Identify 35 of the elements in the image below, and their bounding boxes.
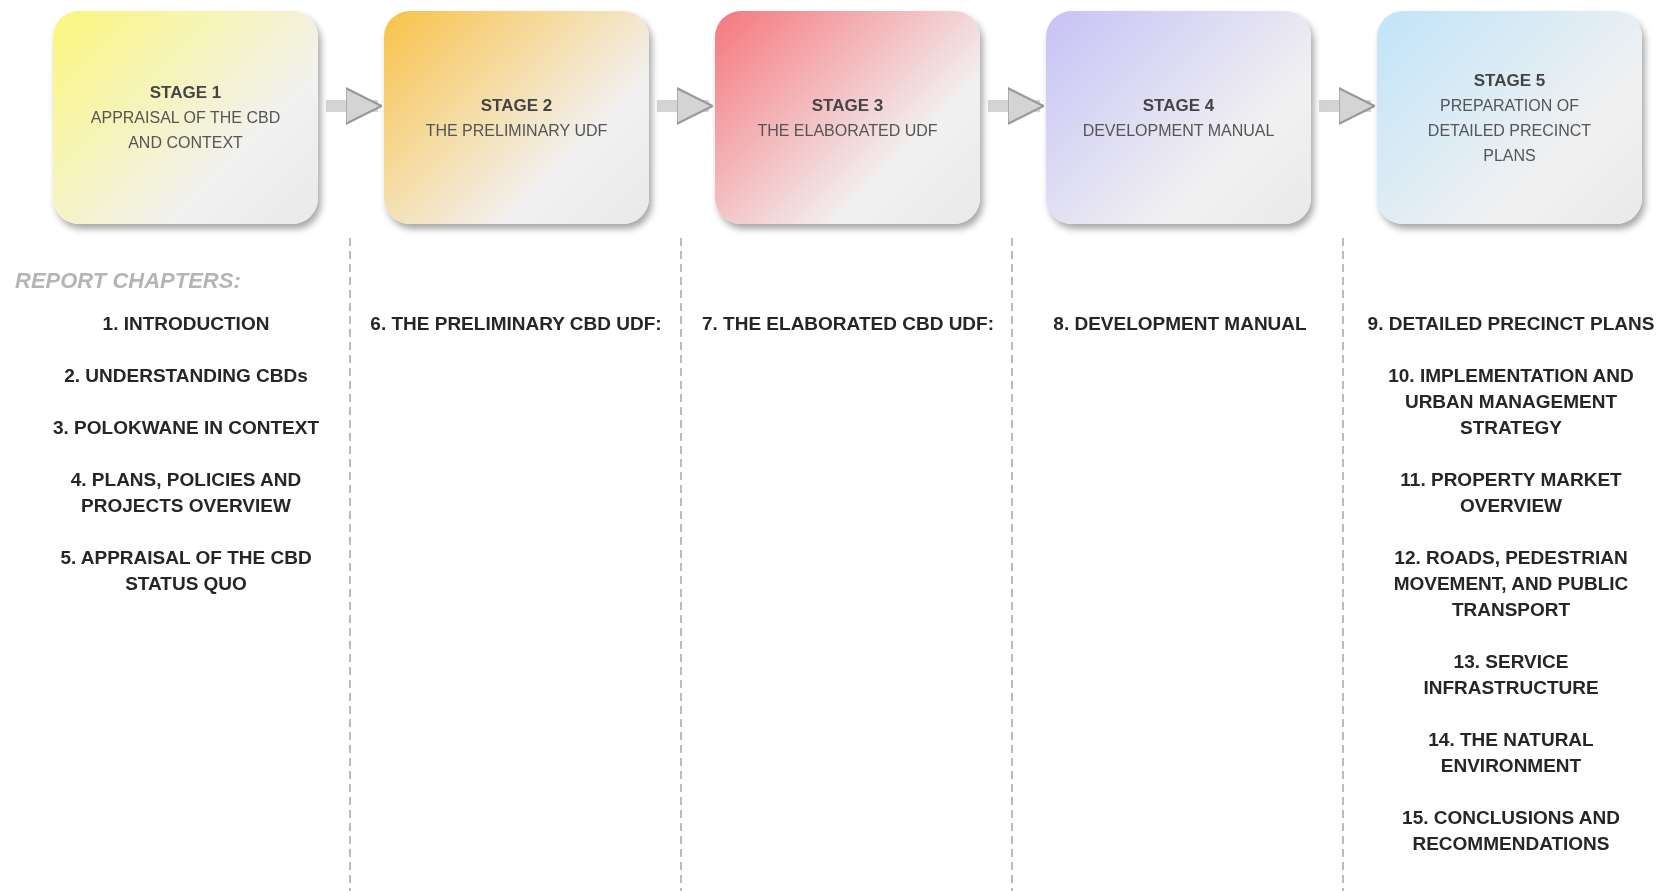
stage-box bbox=[1046, 11, 1311, 224]
stage-title: STAGE 2 bbox=[480, 94, 553, 117]
chapter-title: 8. DEVELOPMENT MANUAL bbox=[1053, 312, 1307, 336]
stage-box bbox=[384, 11, 649, 224]
chapter-title: 7. THE ELABORATED CBD UDF: bbox=[701, 312, 994, 336]
chapter-title: 9. DETAILED PRECINCT PLANS bbox=[1367, 312, 1655, 336]
chapter-title: 2. UNDERSTANDING CBDs bbox=[64, 364, 308, 388]
chapter-title: 10. IMPLEMENTATION AND URBAN MANAGEMENT STRATEGY bbox=[1387, 364, 1635, 440]
stage-title: STAGE 1 bbox=[149, 82, 222, 104]
chapter-title: 5. APPRAISAL OF THE CBD STATUS QUO bbox=[59, 546, 313, 596]
chapter-title: 1. INTRODUCTION bbox=[102, 312, 270, 336]
arrow bbox=[1319, 86, 1376, 126]
chapter-title: 13. SERVICE INFRASTRUCTURE bbox=[1422, 650, 1600, 700]
chapter-title: 14. THE NATURAL ENVIRONMENT bbox=[1427, 728, 1595, 778]
stage-description: DEVELOPMENT MANUAL bbox=[1082, 120, 1275, 141]
stage-box bbox=[1377, 11, 1642, 224]
stage-description: APPRAISAL OF THE CBD AND CONTEXT bbox=[89, 108, 282, 153]
arrow bbox=[657, 86, 714, 126]
arrow bbox=[326, 86, 383, 126]
stage-description: THE PRELIMINARY UDF bbox=[425, 120, 608, 141]
chapter-title: 3. POLOKWANE IN CONTEXT bbox=[53, 416, 319, 440]
section-heading: REPORT CHAPTERS: bbox=[15, 268, 241, 294]
arrow bbox=[988, 86, 1045, 126]
chapter-title: 15. CONCLUSIONS AND RECOMMENDATIONS bbox=[1401, 806, 1621, 856]
stage-title: STAGE 3 bbox=[811, 94, 884, 117]
chapter-title: 4. PLANS, POLICIES AND PROJECTS OVERVIEW bbox=[69, 468, 303, 518]
chapter-title: 11. PROPERTY MARKET OVERVIEW bbox=[1399, 468, 1623, 518]
chapter-title: 6. THE PRELIMINARY CBD UDF: bbox=[370, 312, 662, 336]
stage-description: PREPARATION OF DETAILED PRECINCT PLANS bbox=[1426, 95, 1593, 166]
stage-title: STAGE 5 bbox=[1473, 69, 1546, 92]
stage-title: STAGE 4 bbox=[1142, 94, 1215, 117]
stage-description: THE ELABORATED UDF bbox=[757, 120, 938, 141]
chapter-title: 12. ROADS, PEDESTRIAN MOVEMENT, AND PUBLIC TRANSPORT bbox=[1392, 546, 1630, 622]
stage-box bbox=[715, 11, 980, 224]
stage-box bbox=[53, 11, 318, 224]
